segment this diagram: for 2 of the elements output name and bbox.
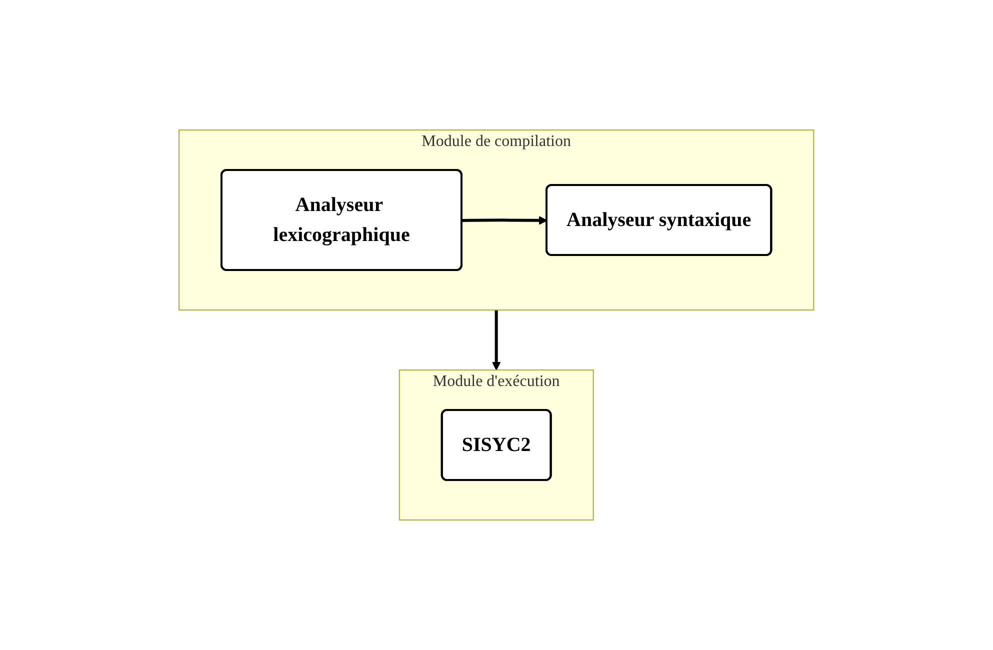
arrow — [492, 310, 501, 370]
arrow — [462, 216, 548, 225]
